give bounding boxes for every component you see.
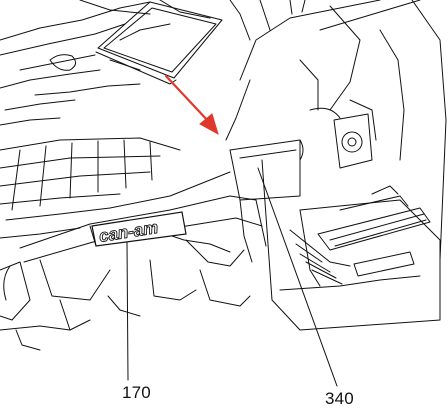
upper-frame-linework bbox=[0, 0, 306, 126]
callout-170-label: 170 bbox=[122, 383, 151, 402]
leader-lines bbox=[126, 167, 338, 387]
brand-logo: can-am bbox=[91, 211, 187, 247]
leader-line-340 bbox=[257, 167, 338, 387]
right-fender-linework bbox=[225, 0, 447, 261]
red-indicator-arrow bbox=[164, 74, 219, 136]
footpeg-grates bbox=[289, 185, 431, 285]
panel-340 bbox=[229, 139, 441, 331]
callout-340-label: 340 bbox=[325, 389, 354, 408]
rear-rack bbox=[0, 137, 231, 239]
dash-panel bbox=[95, 1, 223, 85]
leader-line-170 bbox=[126, 241, 129, 381]
